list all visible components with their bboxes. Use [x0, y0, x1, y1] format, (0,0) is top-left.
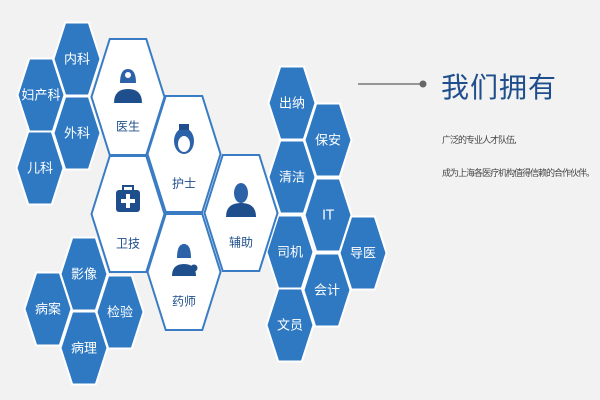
hexagon-shape — [15, 130, 65, 206]
core-label: 药师 — [172, 295, 196, 309]
hex-department: 妇产科 — [16, 57, 66, 133]
core-hex: 护士 — [146, 95, 222, 213]
hex-department: 外科 — [52, 95, 102, 171]
core-label: 卫技 — [116, 237, 140, 251]
hex-department: 内科 — [52, 21, 102, 97]
nurse-icon — [174, 124, 194, 154]
hexagon-shape — [52, 95, 102, 171]
hex-label: 妇产科 — [21, 88, 60, 104]
hex-label: 导医 — [350, 247, 376, 262]
connector-dot — [419, 80, 427, 88]
hexagon-shape — [302, 252, 352, 328]
pharmacist-icon — [172, 244, 198, 276]
hex-label: 内科 — [64, 52, 90, 68]
hex-label: 儿科 — [27, 162, 53, 177]
hexagon-shape — [59, 310, 109, 386]
hex-label: 会计 — [314, 284, 340, 299]
hex-label: 司机 — [277, 246, 303, 261]
hex-label: 外科 — [64, 127, 90, 142]
hex-label: 保安 — [315, 134, 341, 149]
core-hex: 药师 — [146, 213, 222, 331]
hex-medical-tech: 影像 — [59, 236, 109, 312]
core-label: 医生 — [116, 120, 140, 134]
heading-line-2: 成为上海各医疗机构值得信赖的合作伙伴。 — [442, 169, 595, 179]
core-hex: 卫技 — [90, 155, 166, 273]
hex-label: 病理 — [71, 342, 97, 357]
staff-person-icon — [226, 183, 256, 217]
hex-label: 出纳 — [279, 97, 305, 112]
hexagon-shape — [267, 139, 317, 215]
hex-department: 儿科 — [15, 130, 65, 206]
hex-support: 文员 — [265, 287, 315, 363]
core-label: 护士 — [172, 177, 196, 191]
hex-label: 病案 — [35, 303, 61, 318]
core-hex: 辅助 — [203, 154, 279, 272]
doctor-icon — [114, 69, 142, 103]
heading-line-1: 广泛的专业人才队伍, — [442, 136, 517, 146]
hex-medical-tech: 病案 — [23, 271, 73, 347]
medical-kit-icon — [116, 185, 140, 212]
hexagon-shape — [23, 271, 73, 347]
hexagon-shape — [265, 287, 315, 363]
hexagon-shape — [303, 177, 353, 253]
hex-label: 文员 — [277, 319, 303, 334]
hex-label: 影像 — [71, 268, 97, 283]
hex-label: 清洁 — [279, 171, 305, 186]
hex-medical-tech: 病理 — [59, 310, 109, 386]
hex-label: IT — [322, 209, 334, 224]
hex-support: 会计 — [302, 252, 352, 328]
hex-label: 检验 — [107, 305, 133, 321]
heading-title: 我们拥有 — [441, 71, 558, 104]
hex-support: 导医 — [338, 215, 388, 291]
hexagon-outline — [90, 155, 166, 273]
core-label: 辅助 — [229, 236, 253, 250]
hex-support: IT — [303, 177, 353, 253]
hex-support: 保安 — [303, 102, 353, 178]
hex-support: 清洁 — [267, 139, 317, 215]
